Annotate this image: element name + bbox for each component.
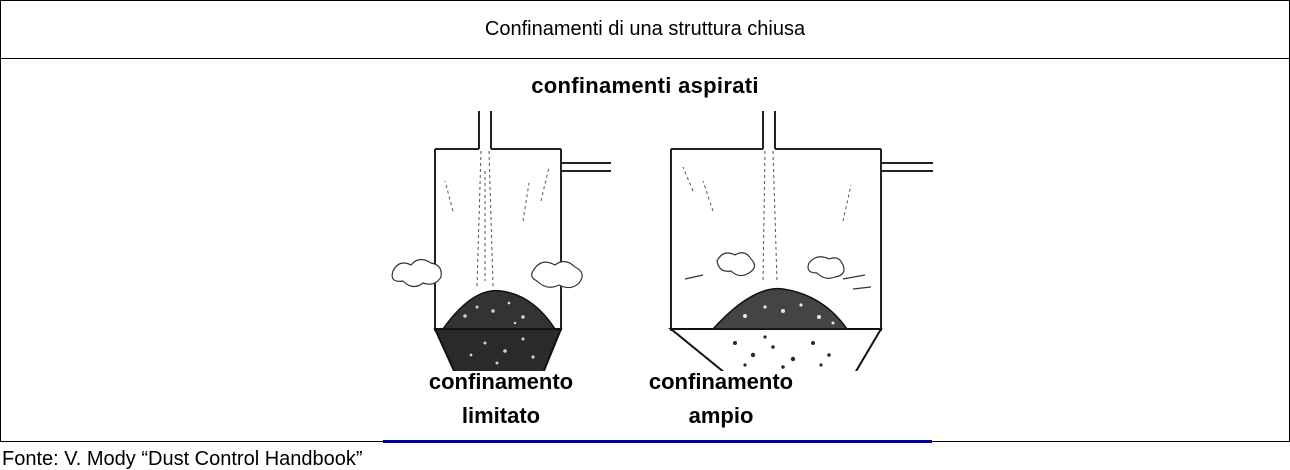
panel-a-pile	[441, 289, 557, 330]
panel-b-dust-flow	[682, 150, 852, 282]
figure-table: Confinamenti di una struttura chiusa con…	[0, 0, 1290, 442]
table-title: Confinamenti di una struttura chiusa	[484, 18, 806, 40]
panel-a-label: confinamento limitato	[421, 365, 581, 433]
panel-a-dust-flow	[444, 150, 550, 287]
figure-title: confinamenti aspirati	[531, 73, 759, 98]
table-header: Confinamenti di una struttura chiusa	[1, 1, 1289, 59]
panel-a-label-line1: confinamento	[428, 369, 574, 394]
blue-rule	[383, 440, 932, 443]
panel-b-label-line1: confinamento	[648, 369, 794, 394]
panel-b-label: confinamento ampio	[641, 365, 801, 433]
panel-a-label-line2: limitato	[461, 403, 541, 428]
panel-b-pile	[711, 287, 849, 330]
panel-a-dust-clouds	[391, 258, 583, 289]
enclosure-diagram: (a) (b)	[391, 111, 933, 371]
panel-b-dust-clouds	[684, 252, 872, 290]
panel-b-enclosure	[670, 111, 933, 331]
source-caption: Fonte: V. Mody “Dust Control Handbook”	[2, 448, 363, 470]
panel-a-enclosure	[434, 111, 611, 331]
panel-b-label-line2: ampio	[688, 403, 754, 428]
figure-cell: confinamenti aspirati	[1, 59, 1289, 441]
